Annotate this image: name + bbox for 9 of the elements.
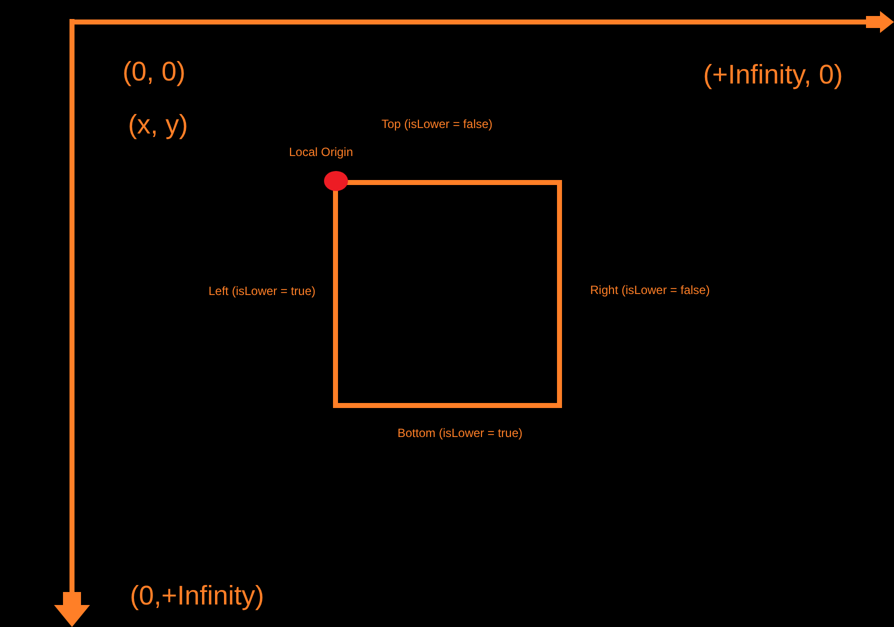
origin-label: Local Origin <box>288 146 354 160</box>
side-label: Left (isLower = true) <box>208 285 316 299</box>
side-label: Top (isLower = false) <box>381 118 493 132</box>
side-label: Bottom (isLower = true) <box>397 427 523 441</box>
coordinate-label: (+Infinity, 0) <box>703 59 843 91</box>
side-label: Right (isLower = false) <box>590 284 710 298</box>
coordinate-label: (0, 0) <box>122 56 186 88</box>
coordinate-label: (x, y) <box>128 109 188 141</box>
coordinate-label: (0,+Infinity) <box>130 580 264 612</box>
